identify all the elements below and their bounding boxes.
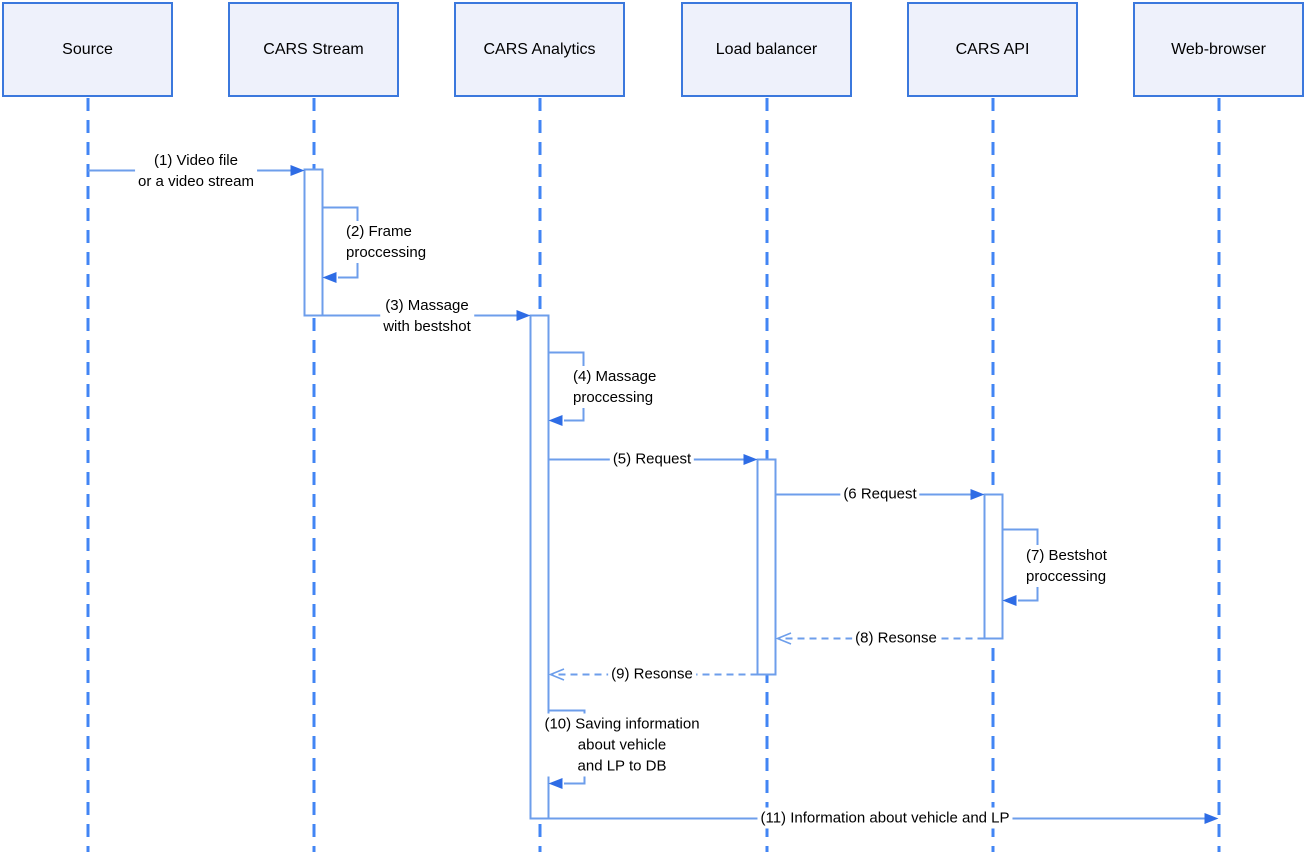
message-1-label: (1) Video file or a video stream xyxy=(135,150,257,192)
actor-load-balancer-label: Load balancer xyxy=(715,40,818,58)
message-6-arrowhead xyxy=(970,489,985,500)
activation-cars-api xyxy=(983,493,1004,640)
actor-web-browser-label: Web-browser xyxy=(1171,40,1266,58)
message-9-label: (9) Resonse xyxy=(608,663,696,685)
message-10-label: (10) Saving information about vehicle an… xyxy=(541,713,703,777)
actor-cars-analytics-label: CARS Analytics xyxy=(483,40,596,58)
actor-cars-stream: CARS Stream xyxy=(228,2,399,97)
message-11-label: (11) Information about vehicle and LP xyxy=(757,807,1013,829)
message-2-label: (2) Frame proccessing xyxy=(343,221,430,263)
message-2-arrowhead xyxy=(322,272,337,283)
actor-cars-api-label: CARS API xyxy=(955,40,1030,58)
message-3-label: (3) Massage with bestshot xyxy=(380,295,474,337)
message-5-arrowhead xyxy=(743,454,758,465)
message-7-arrowhead xyxy=(1002,595,1017,606)
message-7-label: (7) Bestshot proccessing xyxy=(1023,545,1110,587)
actor-web-browser: Web-browser xyxy=(1133,2,1304,97)
message-5-label: (5) Request xyxy=(609,448,695,470)
actor-source-label: Source xyxy=(62,40,113,58)
message-1-arrowhead xyxy=(290,165,305,176)
actor-source: Source xyxy=(2,2,173,97)
activation-cars-stream xyxy=(303,168,324,317)
actor-cars-analytics: CARS Analytics xyxy=(454,2,625,97)
message-6-label: (6 Request xyxy=(840,483,920,505)
message-4-label: (4) Massage proccessing xyxy=(570,366,660,408)
message-11-arrowhead xyxy=(1204,813,1219,824)
message-8-arrowhead xyxy=(775,632,792,645)
actor-cars-api: CARS API xyxy=(907,2,1078,97)
message-9-arrowhead xyxy=(548,668,565,681)
activation-load-balancer xyxy=(756,458,777,676)
activations xyxy=(303,168,1004,820)
actor-load-balancer: Load balancer xyxy=(681,2,852,97)
message-10-arrowhead xyxy=(548,778,563,789)
message-4-arrowhead xyxy=(548,415,563,426)
actor-cars-stream-label: CARS Stream xyxy=(263,40,364,58)
message-3-arrowhead xyxy=(516,310,531,321)
message-8-label: (8) Resonse xyxy=(852,627,940,649)
